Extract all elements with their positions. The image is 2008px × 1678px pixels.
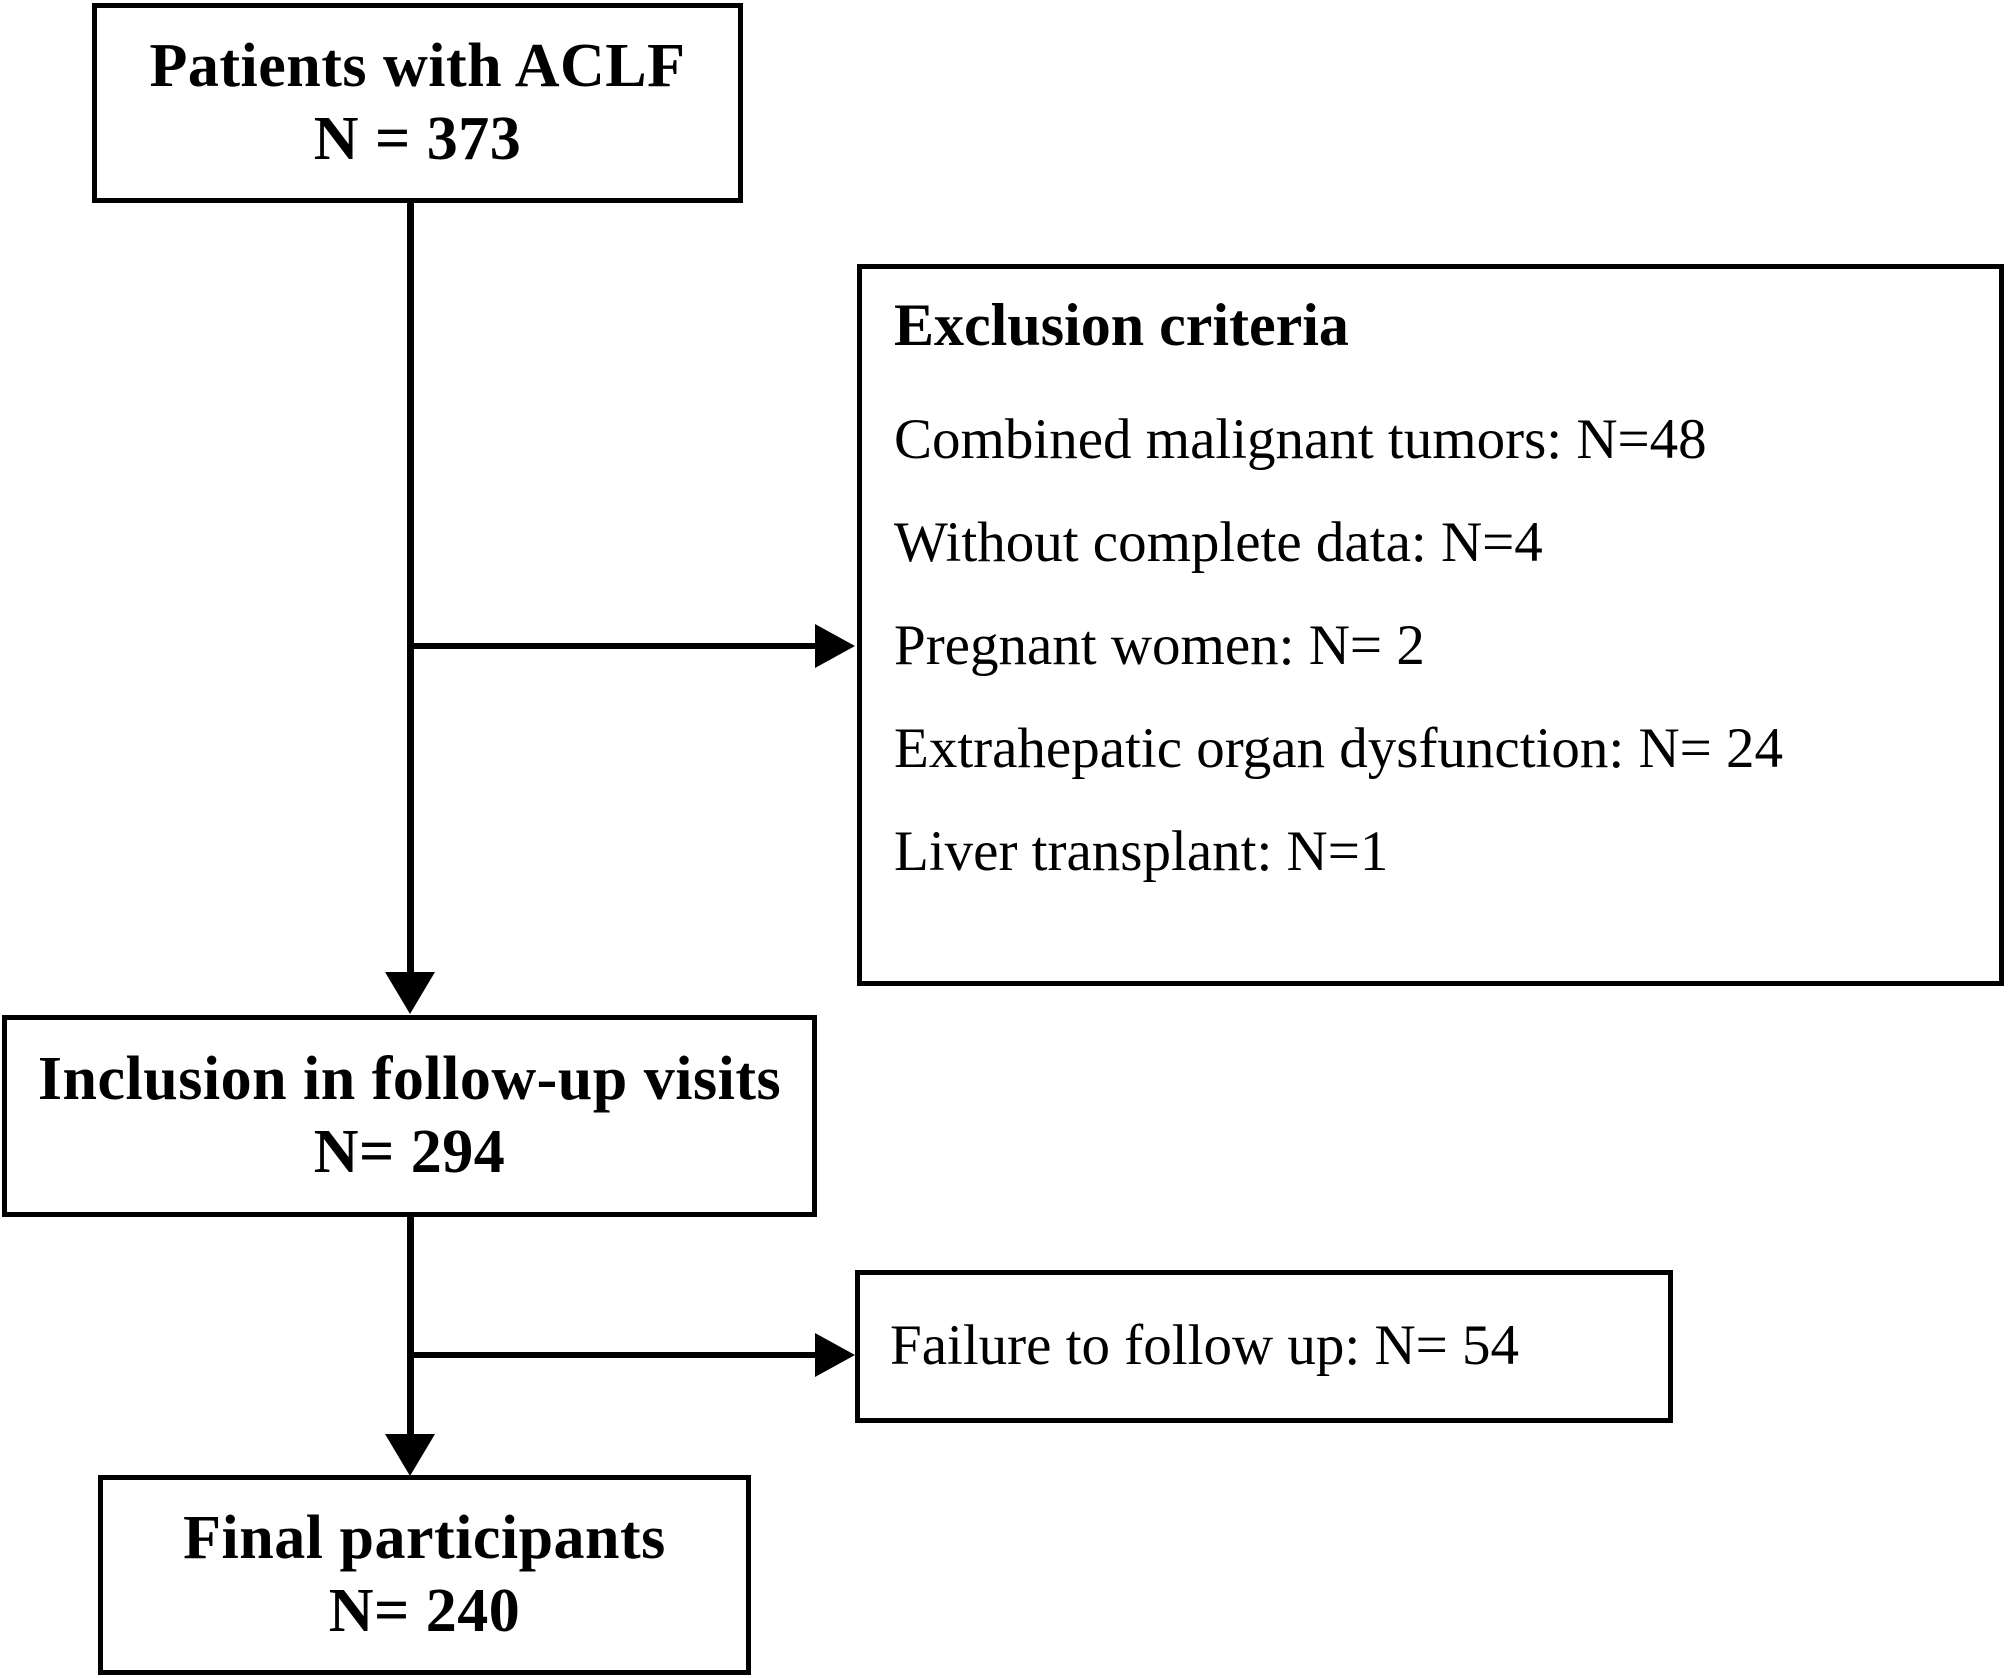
arrow-down-icon-inclusion-to-final [385,1434,435,1476]
connector-patients-to-inclusion-line [407,202,414,974]
exclusion-item-extrahepatic-organ-dysfunction: Extrahepatic organ dysfunction: N= 24 [894,717,1784,780]
connector-inclusion-to-final-line [407,1216,414,1442]
exclusion-item-pregnant-women: Pregnant women: N= 2 [894,614,1425,677]
exclusion-item-without-complete-data: Without complete data: N=4 [894,511,1543,574]
node-patients-title: Patients with ACLF [149,31,686,100]
node-inclusion-count: N= 294 [313,1118,506,1186]
node-exclusion-criteria: Exclusion criteria Combined malignant tu… [857,264,2004,986]
node-inclusion-follow-up-visits: Inclusion in follow-up visits N= 294 [2,1015,817,1217]
node-patients-count: N = 373 [313,105,522,173]
arrow-down-icon-patients-to-inclusion [385,972,435,1014]
node-failure-label: Failure to follow up: N= 54 [890,1314,1520,1378]
node-failure-to-follow-up: Failure to follow up: N= 54 [855,1270,1673,1423]
exclusion-item-liver-transplant: Liver transplant: N=1 [894,820,1389,883]
exclusion-item-combined-malignant-tumors: Combined malignant tumors: N=48 [894,408,1707,471]
node-inclusion-title: Inclusion in follow-up visits [37,1044,782,1113]
connector-inclusion-to-failure-line [410,1352,818,1358]
node-final-count: N= 240 [328,1577,521,1645]
node-final-participants: Final participants N= 240 [98,1475,751,1675]
node-patients-with-aclf: Patients with ACLF N = 373 [92,3,743,203]
node-final-title: Final participants [183,1503,666,1572]
arrow-right-icon-to-exclusion [815,624,855,668]
arrow-right-icon-to-failure [815,1333,855,1377]
exclusion-title: Exclusion criteria [894,292,1349,358]
connector-patients-to-exclusion-line [410,643,818,649]
